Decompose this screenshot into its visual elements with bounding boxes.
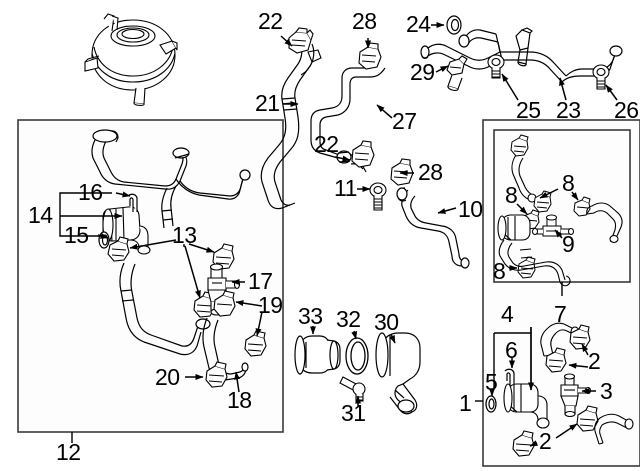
callout-23: 23 (556, 97, 581, 123)
callout-30: 30 (374, 309, 399, 335)
bolt-11 (369, 182, 387, 211)
callout-8-right: 8 (562, 170, 575, 196)
clamp-22-upper (288, 27, 314, 54)
bolt-25 (487, 54, 505, 79)
panel-12-border (17, 119, 284, 443)
callout-33: 33 (298, 303, 323, 329)
callout-18: 18 (227, 387, 252, 413)
clamp-8-top (510, 134, 529, 157)
clip-29 (446, 55, 468, 91)
callout-14: 14 (28, 202, 53, 228)
o-ring-15 (98, 231, 110, 249)
clamp-8-right (573, 196, 591, 217)
callout-21: 21 (255, 90, 280, 116)
callout-17: 17 (248, 268, 273, 294)
callout-1: 1 (459, 390, 472, 416)
callout-7: 7 (554, 301, 567, 327)
fitting-4 (503, 383, 550, 429)
o-ring-24 (446, 15, 462, 35)
bolt-31 (339, 376, 366, 402)
clamp-2-lower-left (512, 430, 535, 457)
callout-26: 26 (614, 97, 639, 123)
clamp-2-lower-right (576, 405, 599, 432)
callout-13: 13 (172, 222, 197, 248)
callout-8-left: 8 (505, 182, 518, 208)
callout-29: 29 (410, 59, 435, 85)
clamp-20 (205, 361, 228, 388)
hose-21-upper-end (300, 49, 322, 76)
callout-22-lower: 22 (314, 131, 339, 157)
clamp-28-upper (358, 42, 382, 70)
clamp-13-a (107, 236, 130, 262)
clamp-28-lower (390, 158, 414, 186)
bracket-14 (59, 192, 112, 237)
callout-11: 11 (334, 175, 357, 201)
callout-12: 12 (56, 439, 81, 465)
elbow-hose-lower (594, 413, 634, 445)
callout-25: 25 (516, 97, 541, 123)
coolant-pipe-23 (420, 27, 623, 83)
coolant-expansion-tank (84, 13, 178, 106)
callout-31: 31 (341, 400, 366, 426)
callout-24: 24 (406, 11, 431, 37)
callout-4: 4 (501, 301, 514, 327)
callout-9: 9 (562, 231, 575, 257)
clip-6 (504, 368, 515, 387)
callout-2-lower: 2 (539, 428, 552, 454)
callout-8-bottom: 8 (493, 258, 506, 284)
clamp-22-lower (351, 140, 375, 168)
callout-16: 16 (78, 179, 103, 205)
callout-5: 5 (485, 369, 498, 395)
inner-hose-left-fitting (497, 214, 531, 241)
callout-6: 6 (505, 337, 518, 363)
callout-15: 15 (64, 222, 89, 248)
bracket-4 (493, 327, 532, 390)
bolt-26 (592, 64, 610, 90)
callout-20: 20 (155, 364, 180, 390)
callout-32: 32 (336, 306, 361, 332)
flange-fitting-33 (294, 335, 341, 375)
callout-10: 10 (458, 196, 483, 222)
hose-assembly-panel12 (91, 129, 251, 229)
clamp-19-upper (213, 290, 236, 317)
callout-22-upper: 22 (258, 8, 283, 34)
callout-3: 3 (600, 378, 613, 404)
hose-loop-panel12 (119, 262, 211, 356)
callout-28-upper: 28 (352, 8, 377, 34)
callout-28-lower: 28 (418, 159, 443, 185)
callout-27: 27 (392, 108, 417, 134)
callout-2-upper: 2 (588, 348, 601, 374)
thermostat-housing-30 (375, 332, 421, 415)
callout-19: 19 (258, 292, 283, 318)
o-ring-5 (485, 395, 497, 413)
hose-10 (396, 187, 470, 269)
o-ring-32 (345, 337, 369, 375)
inner-hose-right (586, 202, 623, 244)
clamp-2-mid (545, 347, 567, 373)
panel-7-border (493, 129, 631, 296)
